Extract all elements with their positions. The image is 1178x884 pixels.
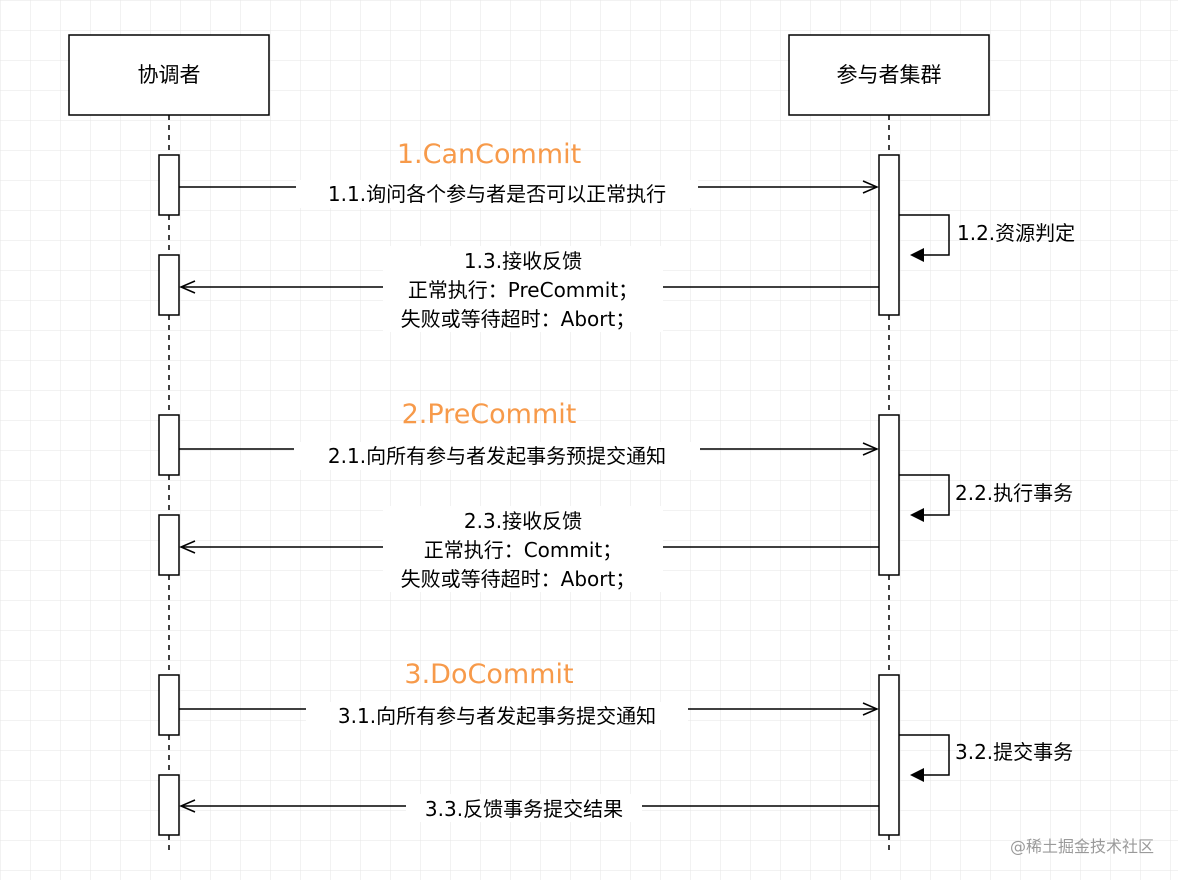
coordinator-activation-2b (158, 514, 180, 576)
phase-2-title: 2.PreCommit (402, 399, 577, 430)
coordinator-activation-1a (158, 154, 180, 216)
coordinator-activation-3b (158, 774, 180, 836)
phase-1-request-label-bg (296, 180, 698, 208)
phase-1-reply-line-1: 1.3.接收反馈 (464, 249, 582, 273)
coordinator-activation-2a (158, 414, 180, 476)
participants-activation-1 (878, 154, 900, 316)
phase-3-self-arrow (899, 734, 950, 782)
phase-3-request-label-bg (306, 702, 688, 730)
coordinator-activation-1b (158, 254, 180, 316)
phase-2-reply-line-1: 2.3.接收反馈 (464, 509, 582, 533)
participants-actor: 参与者集群 (788, 34, 990, 116)
coordinator-actor: 协调者 (68, 34, 270, 116)
phase-3-reply-label-bg (406, 794, 642, 822)
phase-1-self-arrow (899, 214, 950, 262)
phase-2-reply-label-bg (383, 506, 663, 592)
phase-3-title: 3.DoCommit (404, 659, 573, 690)
phase-3-reply-line-1: 3.3.反馈事务提交结果 (425, 797, 623, 821)
phase-2-self-arrow (899, 474, 950, 522)
participants-activation-3 (878, 674, 900, 836)
participants-activation-2 (878, 414, 900, 576)
phase-1-reply-line-3: 失败或等待超时：Abort； (401, 307, 636, 331)
phase-2-request-label: 2.1.向所有参与者发起事务预提交通知 (328, 444, 666, 468)
participants-label: 参与者集群 (837, 63, 942, 87)
coordinator-label: 协调者 (138, 63, 201, 87)
phase-1-self-label: 1.2.资源判定 (957, 221, 1075, 245)
watermark: @稀土掘金技术社区 (1010, 837, 1154, 856)
phase-3-request-label: 3.1.向所有参与者发起事务提交通知 (338, 704, 656, 728)
phase-1-title: 1.CanCommit (397, 139, 581, 170)
phase-1-reply-label-bg (383, 246, 663, 332)
phase-2-request-label-bg (294, 442, 700, 470)
coordinator-activation-3a (158, 674, 180, 736)
phase-1-request-label: 1.1.询问各个参与者是否可以正常执行 (328, 182, 666, 206)
phase-1-reply-line-2: 正常执行：PreCommit； (408, 278, 638, 302)
phase-2-self-label: 2.2.执行事务 (955, 481, 1073, 505)
phase-2-reply-line-2: 正常执行：Commit； (424, 538, 623, 562)
phase-3-self-label: 3.2.提交事务 (955, 740, 1073, 764)
phase-2-reply-line-3: 失败或等待超时：Abort； (401, 567, 636, 591)
